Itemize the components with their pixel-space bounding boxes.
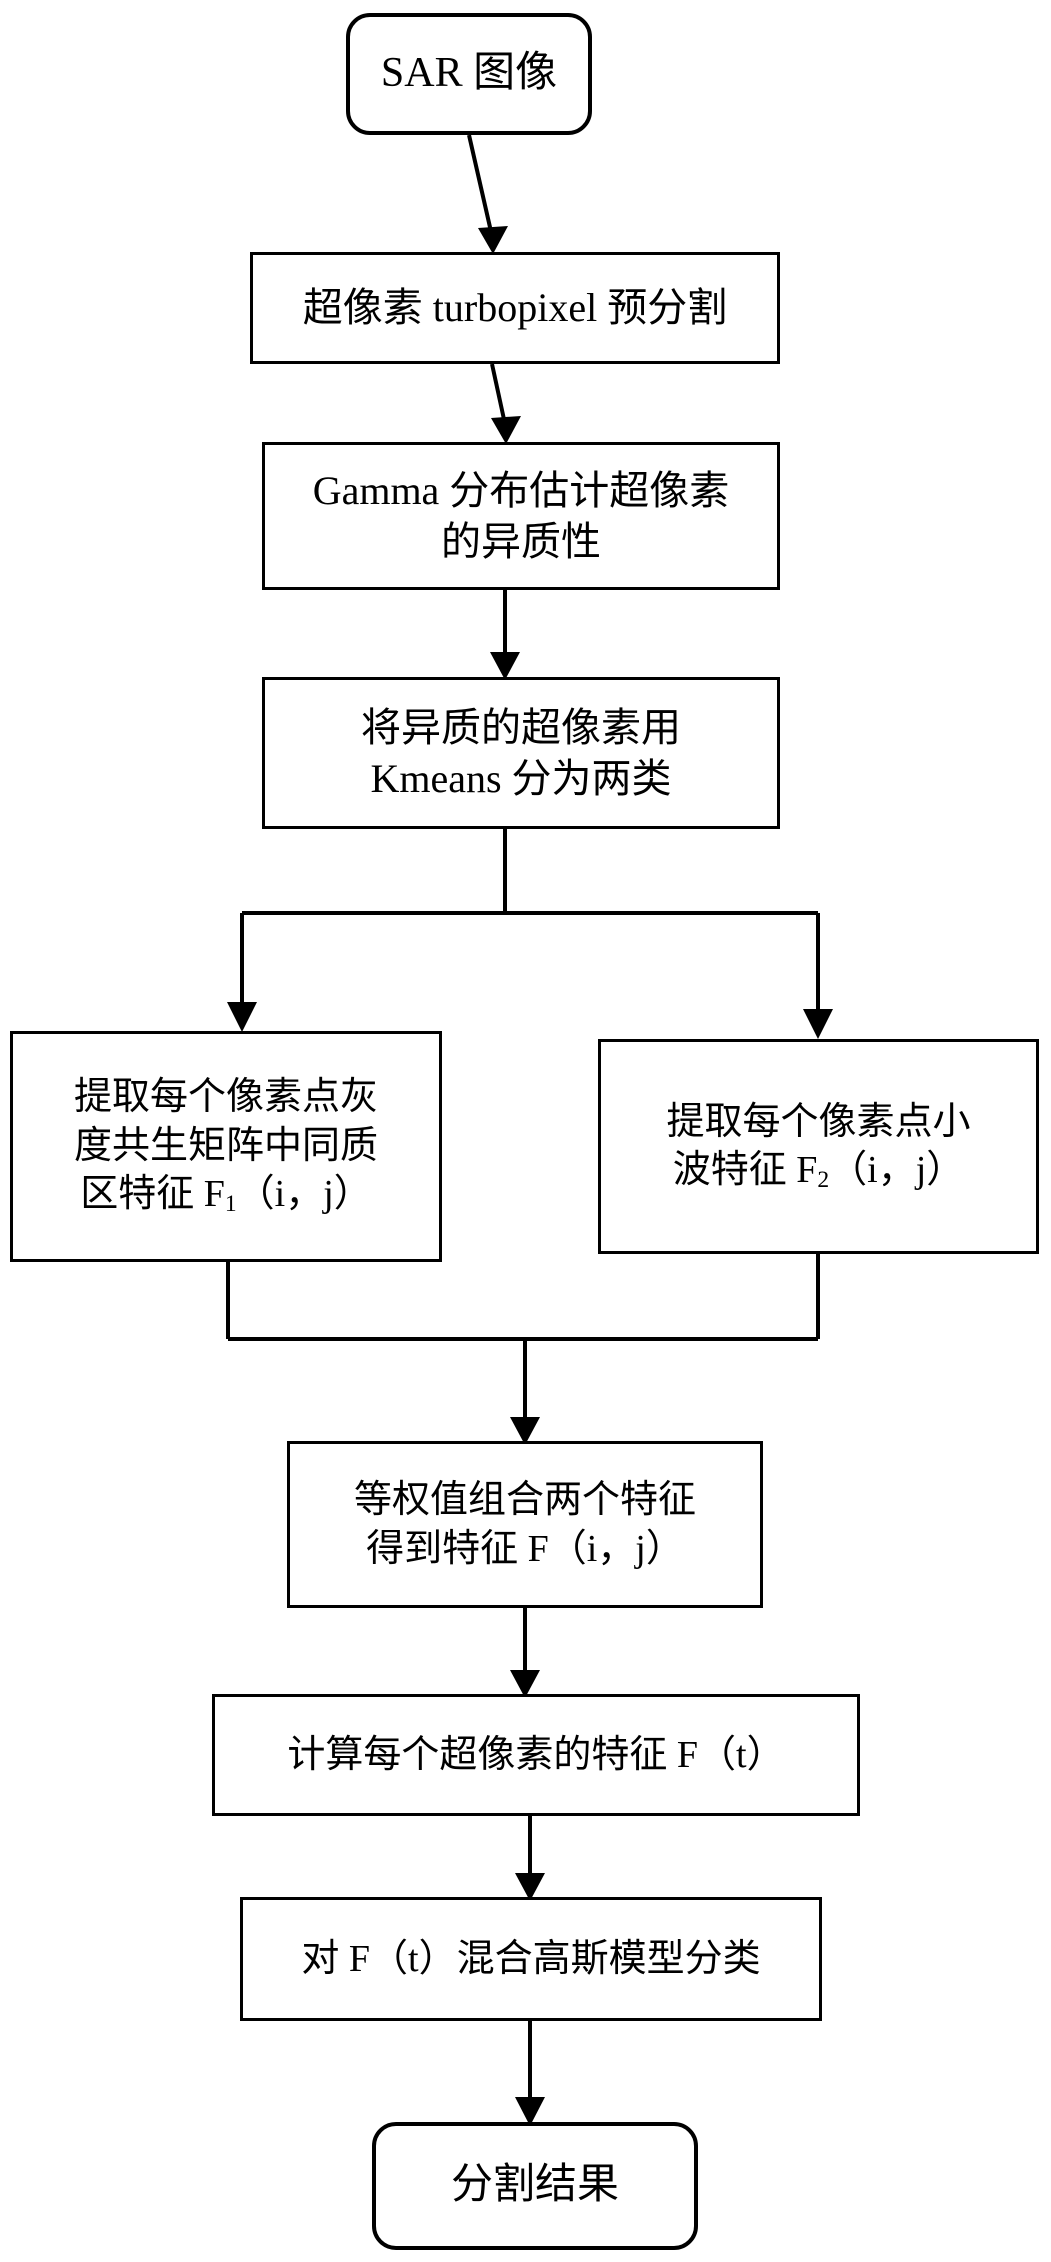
edge-start-presegment bbox=[467, 134, 508, 254]
edge-superpixel-gmm bbox=[515, 1816, 545, 1901]
node-start-label: SAR 图像 bbox=[380, 50, 558, 97]
node-result-label: 分割结果 bbox=[450, 2162, 619, 2209]
node-superpixel-feature-label: 计算每个超像素的特征 F（t） bbox=[287, 1733, 785, 1776]
node-kmeans-cluster-label: 将异质的超像素用 Kmeans 分为两类 bbox=[361, 704, 681, 801]
node-gmm-classify-label: 对 F（t）混合高斯模型分类 bbox=[301, 1937, 761, 1980]
node-kmeans-cluster[interactable]: 将异质的超像素用 Kmeans 分为两类 bbox=[262, 677, 780, 829]
node-gamma-estimate[interactable]: Gamma 分布估计超像素 的异质性 bbox=[262, 442, 780, 590]
node-combine-features[interactable]: 等权值组合两个特征 得到特征 F（i，j） bbox=[287, 1441, 763, 1608]
node-superpixel-feature[interactable]: 计算每个超像素的特征 F（t） bbox=[212, 1694, 860, 1816]
edge-presegment-gamma bbox=[490, 363, 521, 444]
node-gamma-estimate-label: Gamma 分布估计超像素 的异质性 bbox=[312, 467, 730, 564]
node-gmm-classify[interactable]: 对 F（t）混合高斯模型分类 bbox=[240, 1897, 822, 2021]
node-feature-wavelet[interactable]: 提取每个像素点小波特征 F2（i，j） bbox=[598, 1039, 1039, 1254]
node-start[interactable]: SAR 图像 bbox=[346, 13, 592, 135]
node-combine-features-label: 等权值组合两个特征 得到特征 F（i，j） bbox=[353, 1478, 696, 1570]
node-result[interactable]: 分割结果 bbox=[372, 2122, 698, 2250]
node-presegment[interactable]: 超像素 turbopixel 预分割 bbox=[250, 252, 780, 364]
node-feature-wavelet-label: 提取每个像素点小波特征 F2（i，j） bbox=[666, 1100, 971, 1194]
edge-gmm-result bbox=[515, 2021, 545, 2126]
edge-gamma-kmeans bbox=[490, 590, 520, 680]
edge-kmeans-split bbox=[227, 829, 833, 1039]
node-presegment-label: 超像素 turbopixel 预分割 bbox=[302, 285, 728, 331]
node-feature-glcm[interactable]: 提取每个像素点灰度共生矩阵中同质区特征 F1（i，j） bbox=[10, 1031, 442, 1262]
edge-features-merge bbox=[226, 1254, 820, 1445]
edge-combine-superpixel bbox=[510, 1608, 540, 1698]
node-feature-glcm-label: 提取每个像素点灰度共生矩阵中同质区特征 F1（i，j） bbox=[73, 1076, 378, 1218]
